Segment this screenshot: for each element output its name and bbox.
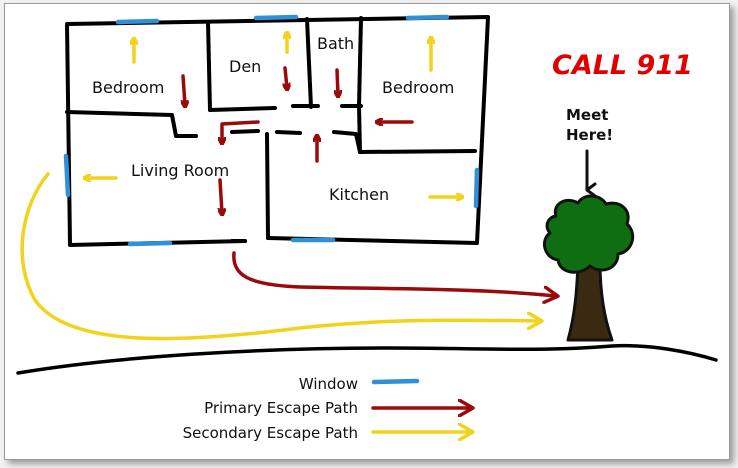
window-legend-sample <box>371 378 420 385</box>
bath-bedroom-wall <box>357 16 363 108</box>
primary-arrow-den <box>285 66 287 88</box>
tree-icon <box>542 194 635 342</box>
outer-wall <box>65 15 490 247</box>
window-kitchen-right <box>473 167 480 209</box>
room-label-living-room: Living Room <box>131 161 229 180</box>
living-kitchen-wall <box>265 132 270 240</box>
primary-escape-arrows <box>183 66 556 408</box>
bedroom-right-lower-wall <box>357 104 477 154</box>
legend-secondary-label: Secondary Escape Path <box>183 424 358 442</box>
primary-escape-route <box>232 251 556 296</box>
legend: Window Primary Escape Path Secondary Esc… <box>183 375 358 442</box>
room-label-bath: Bath <box>317 34 354 53</box>
meet-here-line2: Here! <box>566 126 613 144</box>
bedroom-den-wall <box>206 20 212 112</box>
house-walls <box>65 15 490 247</box>
primary-arrow-bedroom-left <box>183 74 185 105</box>
room-label-bedroom-left: Bedroom <box>92 78 164 97</box>
secondary-escape-arrows <box>20 34 540 432</box>
meet-here-line1: Meet <box>566 106 608 124</box>
hall-wall-left <box>230 129 302 135</box>
legend-window-label: Window <box>299 375 358 393</box>
kitchen-top-wall <box>332 130 362 154</box>
window-bedroom-right <box>405 14 450 21</box>
room-label-bedroom-right: Bedroom <box>382 78 454 97</box>
primary-arrow-living <box>220 178 222 213</box>
bedroom-living-wall <box>65 110 198 138</box>
ground-line <box>16 343 718 375</box>
legend-primary-label: Primary Escape Path <box>204 399 358 417</box>
room-label-kitchen: Kitchen <box>329 185 389 204</box>
secondary-escape-route <box>20 172 540 341</box>
call-911-text: CALL 911 <box>552 50 693 81</box>
room-label-den: Den <box>229 57 261 76</box>
window-living-bottom <box>127 240 173 247</box>
tree-canopy <box>542 194 635 274</box>
den-bath-wall <box>305 17 313 109</box>
den-bath-lower-wall <box>208 104 363 112</box>
primary-arrow-hall <box>222 120 260 142</box>
windows <box>63 14 480 385</box>
window-den-bath <box>253 14 299 21</box>
tree-trunk <box>566 260 614 342</box>
primary-arrow-bath <box>337 68 338 95</box>
window-living-left <box>63 153 71 198</box>
window-bedroom-left <box>115 18 160 25</box>
